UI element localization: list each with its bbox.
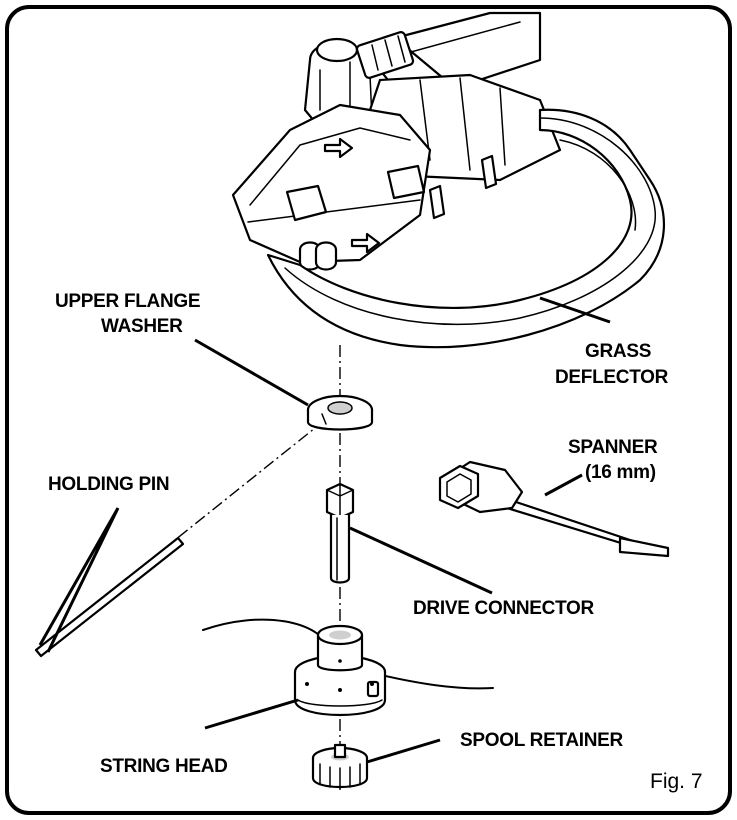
string-head [202,618,494,717]
leader-lines [38,296,611,764]
arrow-bottom [350,232,381,254]
holding-pin [34,536,185,658]
label-upper-flange-line1: UPPER FLANGE [55,291,200,312]
guard-plate [231,103,432,264]
figure-frame [5,5,732,815]
leader-washer [194,338,309,407]
label-spanner-line1: SPANNER [568,437,658,458]
figure-caption: Fig. 7 [650,770,703,793]
gearbox-cap [315,37,359,63]
leader-string-head [204,698,299,730]
leader-drive [349,526,493,595]
leader-pin [38,507,120,653]
label-drive-connector: DRIVE CONNECTOR [413,598,595,619]
label-grass-deflector-line1: GRASS [585,341,651,362]
leader-spanner [544,473,583,497]
grass-deflector [231,11,666,349]
drive-connector [325,482,355,584]
spool-retainer [311,743,369,789]
arrow-top [323,137,354,159]
pin-axis [174,419,326,541]
label-holding-pin: HOLDING PIN [48,474,169,495]
upper-flange-washer [306,394,374,431]
spanner [438,460,670,558]
label-spool-retainer: SPOOL RETAINER [460,730,624,751]
label-string-head: STRING HEAD [100,756,228,777]
shield-body [266,108,666,349]
label-grass-deflector-line2: DEFLECTOR [555,367,669,388]
label-spanner-line2: (16 mm) [585,462,656,483]
label-upper-flange-line2: WASHER [101,316,183,337]
leader-deflector [539,296,611,324]
leader-spool [366,738,441,764]
